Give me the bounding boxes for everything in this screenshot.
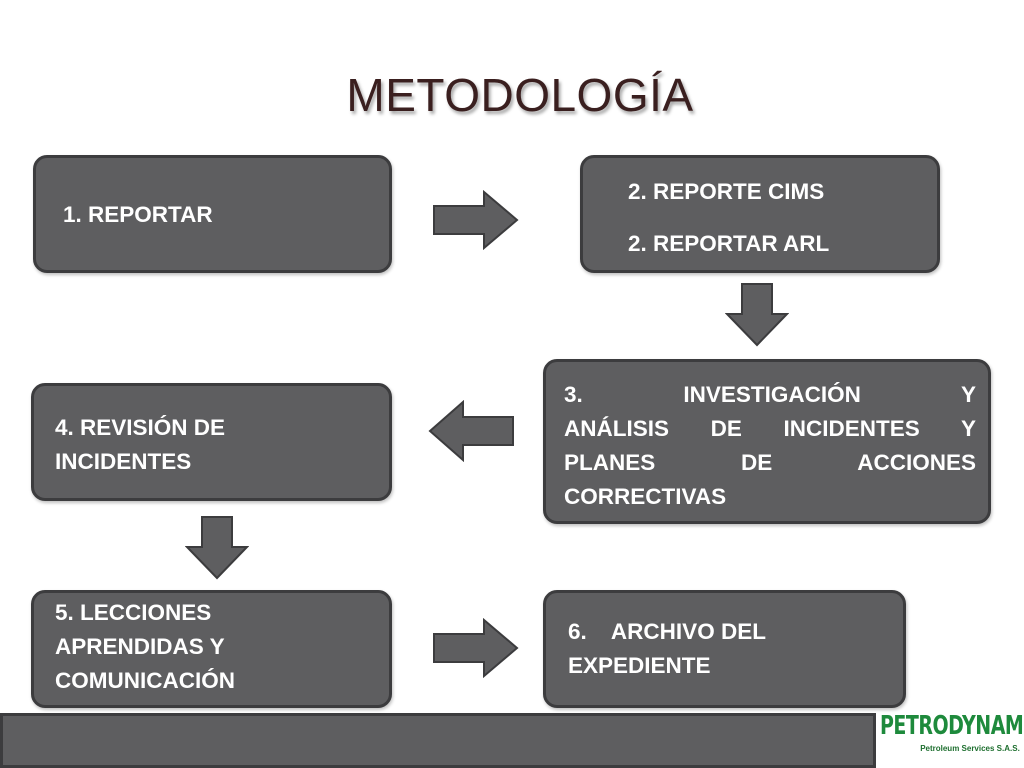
step-1-label: 1. REPORTAR [63,202,213,227]
step-4-line-2: INCIDENTES [55,449,192,474]
step-5-line-1: 5. LECCIONES [55,600,212,625]
step-4-box: 4. REVISIÓN DE INCIDENTES [31,383,392,501]
step-6-line-2: EXPEDIENTE [568,653,711,678]
step-2-box: 2. REPORTE CIMS 2. REPORTAR ARL [580,155,940,273]
step-2-label-arl: 2. REPORTAR ARL [628,231,830,256]
step-3-box: 3. INVESTIGACIÓN Y ANÁLISIS DE INCIDENTE… [543,359,991,524]
arrow-down-icon [725,283,789,347]
company-logo: PETRODYNAMIC Petroleum Services S.A.S. [880,711,1024,762]
arrow-down-icon [185,516,249,580]
step-5-box: 5. LECCIONES APRENDIDAS Y COMUNICACIÓN [31,590,392,708]
page-title: METODOLOGÍA [346,69,694,121]
step-6-box: 6. ARCHIVO DEL EXPEDIENTE [543,590,906,708]
step-3-line-4: CORRECTIVAS [564,484,727,509]
step-3-line-2: ANÁLISIS DE INCIDENTES Y [564,416,976,441]
step-2-label-cims: 2. REPORTE CIMS [628,179,825,204]
step-1-box: 1. REPORTAR [33,155,392,273]
arrow-right-icon [433,190,519,250]
step-5-line-2: APRENDIDAS Y [55,634,225,659]
arrow-left-icon [428,400,514,462]
logo-name: PETRODYNAMIC [880,710,1024,741]
arrow-right-icon [433,618,519,678]
step-4-line-1: 4. REVISIÓN DE [55,415,226,440]
logo-subtitle: Petroleum Services S.A.S. [920,744,1020,753]
step-6-line-1: 6. ARCHIVO DEL [568,619,766,644]
step-5-line-3: COMUNICACIÓN [55,668,235,693]
footer-bar [0,713,876,768]
step-3-line-3: PLANES DE ACCIONES [564,450,976,475]
step-3-line-1: 3. INVESTIGACIÓN Y [564,382,976,407]
